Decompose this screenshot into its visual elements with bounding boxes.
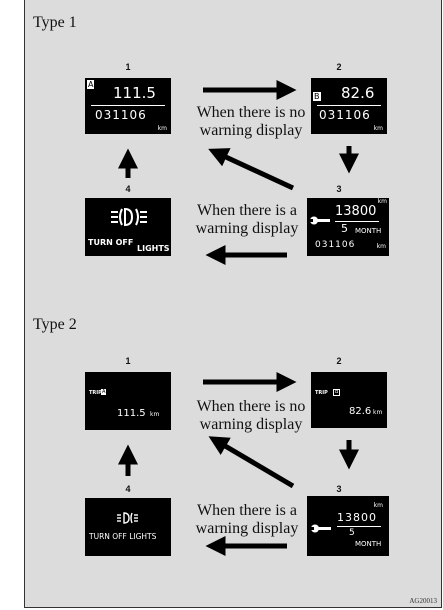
caption-line: When there is no <box>196 104 306 121</box>
type1-display-2: B 82.6 031106 km <box>311 78 387 134</box>
service-months-value: 5 <box>349 528 355 538</box>
type2-caption-warning: When there is a warning display <box>177 502 317 538</box>
type1-step-2-number: 2 <box>336 62 342 72</box>
trip-value: 82.6 <box>349 406 372 417</box>
headlight-icon <box>111 207 147 227</box>
trip-value: 111.5 <box>113 84 156 102</box>
service-distance-value: 13800 <box>335 204 377 219</box>
type1-display-1: A 111.5 031106 km <box>85 78 171 134</box>
type1-step-3-number: 3 <box>336 184 342 194</box>
type2-display-3: km 13800 5 MONTH <box>307 496 389 556</box>
caption-line: warning display <box>195 220 299 237</box>
type2-caption-no-warning: When there is no warning display <box>181 398 321 434</box>
unit-label: km <box>376 243 386 250</box>
warning-line-1: TURN OFF <box>88 238 134 247</box>
type2-display-1: TRIP A 111.5 km <box>85 372 171 430</box>
divider-line <box>335 221 379 222</box>
caption-line: warning display <box>195 520 299 537</box>
type1-step-1-number: 1 <box>125 62 131 72</box>
arrows-layer <box>118 80 359 556</box>
type2-display-2: TRIP B 82.6 km <box>311 372 387 428</box>
unit-label: km <box>373 409 383 416</box>
wrench-icon <box>311 524 331 533</box>
odometer-value: 031106 <box>95 108 147 122</box>
warning-line-2: LIGHTS <box>137 244 170 253</box>
type1-caption-warning: When there is a warning display <box>177 202 317 238</box>
type2-display-4: TURN OFF LIGHTS <box>85 498 171 556</box>
caption-line: warning display <box>199 416 303 433</box>
month-label: MONTH <box>355 540 382 548</box>
type1-display-4: TURN OFF LIGHTS <box>85 198 171 256</box>
trip-a-badge: A <box>101 389 107 395</box>
service-distance-value: 13800 <box>337 511 377 524</box>
trip-b-badge: B <box>333 389 341 396</box>
diagram-frame: Type 1 1 2 3 4 A 111.5 031106 km B 82.6 … <box>24 0 442 608</box>
divider-line <box>337 526 381 527</box>
divider-line <box>91 105 165 106</box>
type2-step-4-number: 4 <box>125 484 131 494</box>
unit-label: km <box>157 125 167 132</box>
type1-step-4-number: 4 <box>125 184 131 194</box>
type1-title: Type 1 <box>33 14 77 31</box>
wrench-icon <box>310 216 330 225</box>
caption-line: warning display <box>199 122 303 139</box>
trip-a-badge: A <box>87 80 95 89</box>
unit-label: km <box>150 411 160 418</box>
odometer-value: 031106 <box>315 240 356 250</box>
arrow-3-to-1 <box>208 148 295 191</box>
trip-label: TRIP <box>89 390 102 396</box>
type2-title: Type 2 <box>33 316 77 333</box>
month-label: MONTH <box>355 227 382 235</box>
reference-code: AG20013 <box>409 597 437 605</box>
unit-label-top: km <box>373 502 383 509</box>
trip-value: 111.5 <box>117 408 146 419</box>
arrow-3-to-1 <box>208 436 295 489</box>
caption-line: When there is a <box>197 202 297 219</box>
type2-step-1-number: 1 <box>125 356 131 366</box>
type1-display-3: km 13800 5 MONTH 031106 km <box>307 198 389 256</box>
trip-label: TRIP <box>315 390 328 396</box>
type2-step-2-number: 2 <box>336 356 342 366</box>
trip-value: 82.6 <box>341 84 375 102</box>
type2-step-3-number: 3 <box>336 484 342 494</box>
unit-label-top: km <box>377 198 387 205</box>
trip-b-badge: B <box>313 92 321 101</box>
caption-line: When there is no <box>196 398 306 415</box>
type1-caption-no-warning: When there is no warning display <box>181 104 321 140</box>
unit-label: km <box>373 125 383 132</box>
caption-line: When there is a <box>197 502 297 519</box>
service-months-value: 5 <box>341 222 348 235</box>
warning-line-1: TURN OFF LIGHTS <box>89 532 157 541</box>
odometer-value: 031106 <box>319 108 371 122</box>
divider-line <box>317 105 381 106</box>
headlight-icon <box>117 512 138 524</box>
